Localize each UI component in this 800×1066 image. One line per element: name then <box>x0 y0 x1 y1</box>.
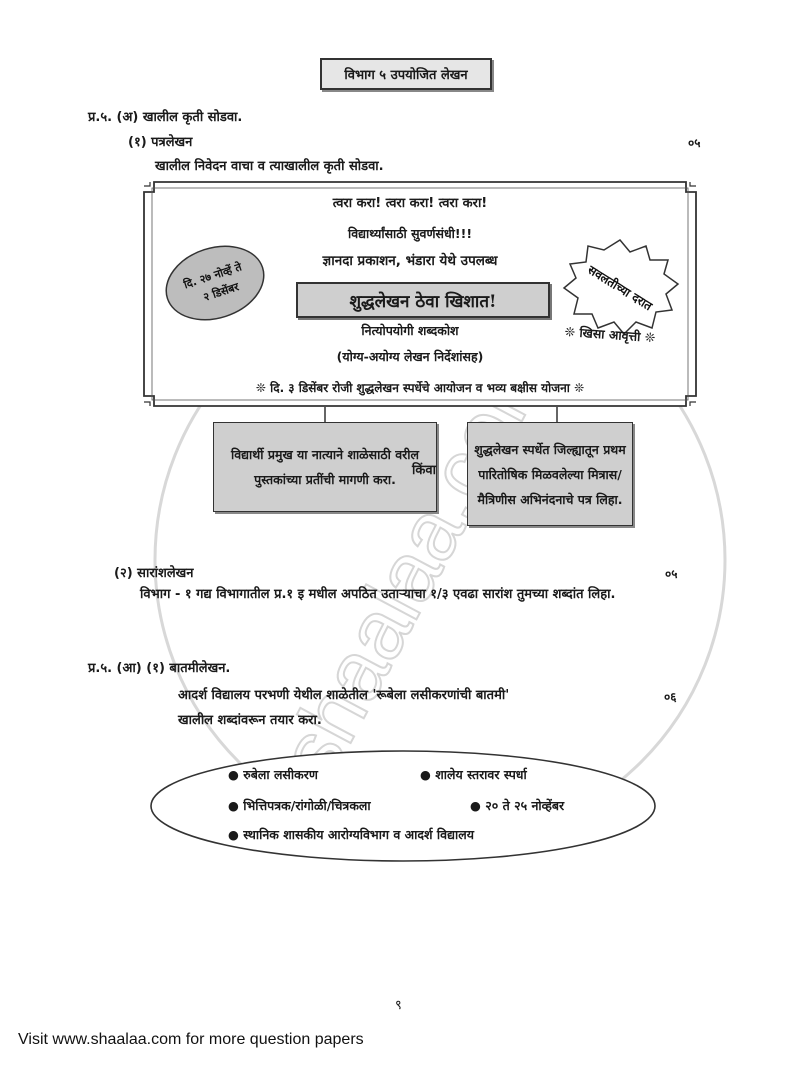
ad-publisher-line: ज्ञानदा प्रकाशन, भंडारा येथे उपलब्ध <box>322 253 498 269</box>
keyword-poster-rangoli: ● भित्तिपत्रक/रांगोळी/चित्रकला <box>228 798 371 813</box>
ad-banner: शुद्धलेखन ठेवा खिशात! <box>296 282 550 318</box>
task-order-books: विद्यार्थी प्रमुख या नात्याने शाळेसाठी व… <box>213 422 437 512</box>
news-instruction-line2: खालील शब्दांवरून तयार करा. <box>178 713 322 728</box>
marks-part1: ०५ <box>688 136 701 150</box>
letter-writing-label: (१) पत्रलेखन <box>128 135 193 150</box>
keyword-rubella: ● रुबेला लसीकरण <box>228 767 318 782</box>
section-title: विभाग ५ उपयोजित लेखन <box>320 58 492 90</box>
marks-part2: ०५ <box>665 567 678 581</box>
keyword-health-department: ● स्थानिक शासकीय आरोग्यविभाग व आदर्श विद… <box>228 827 474 842</box>
letter-instruction: खालील निवेदन वाचा व त्याखालील कृती सोडवा… <box>155 159 384 174</box>
keyword-dates: ● २० ते २५ नोव्हेंबर <box>470 798 565 813</box>
ad-competition-line: ❊ दि. ३ डिसेंबर रोजी शुद्धलेखन स्पर्धेचे… <box>255 381 585 395</box>
question-5b-heading: प्र.५. (आ) (१) बातमीलेखन. <box>88 661 231 676</box>
or-label: किंवा <box>412 463 436 478</box>
summary-writing-label: (२) सारांशलेखन <box>114 566 194 581</box>
question-5a-heading: प्र.५. (अ) खालील कृती सोडवा. <box>88 110 243 125</box>
footer-link-text: Visit www.shaalaa.com for more question … <box>18 1031 364 1048</box>
ad-dictionary-line: नित्योपयोगी शब्दकोश <box>361 323 459 338</box>
summary-instruction: विभाग - १ गद्य विभागातील प्र.१ इ मधील अप… <box>140 587 616 602</box>
ad-guidelines-line: (योग्य-अयोग्य लेखन निर्देशांसह) <box>336 349 484 364</box>
marks-news: ०६ <box>664 690 677 704</box>
date-oval: दि. २७ नोव्हें ते २ डिसेंबर <box>165 245 265 321</box>
keyword-school-competition: ● शालेय स्तरावर स्पर्धा <box>420 767 527 782</box>
ad-hurry-line: त्वरा करा! त्वरा करा! त्वरा करा! <box>332 196 488 211</box>
page-number: ९ <box>395 998 402 1013</box>
keyword-ellipse <box>150 750 656 862</box>
discount-burst: सवलतीच्या दरात <box>562 239 680 336</box>
ad-opportunity-line: विद्यार्थ्यांसाठी सुवर्णसंधी!!! <box>347 226 473 241</box>
news-instruction-line1: आदर्श विद्यालय परभणी येथील शाळेतील 'रूबे… <box>178 688 510 703</box>
task-congratulation-letter: शुद्धलेखन स्पर्धेत जिल्ह्यातून प्रथम पार… <box>467 422 633 526</box>
